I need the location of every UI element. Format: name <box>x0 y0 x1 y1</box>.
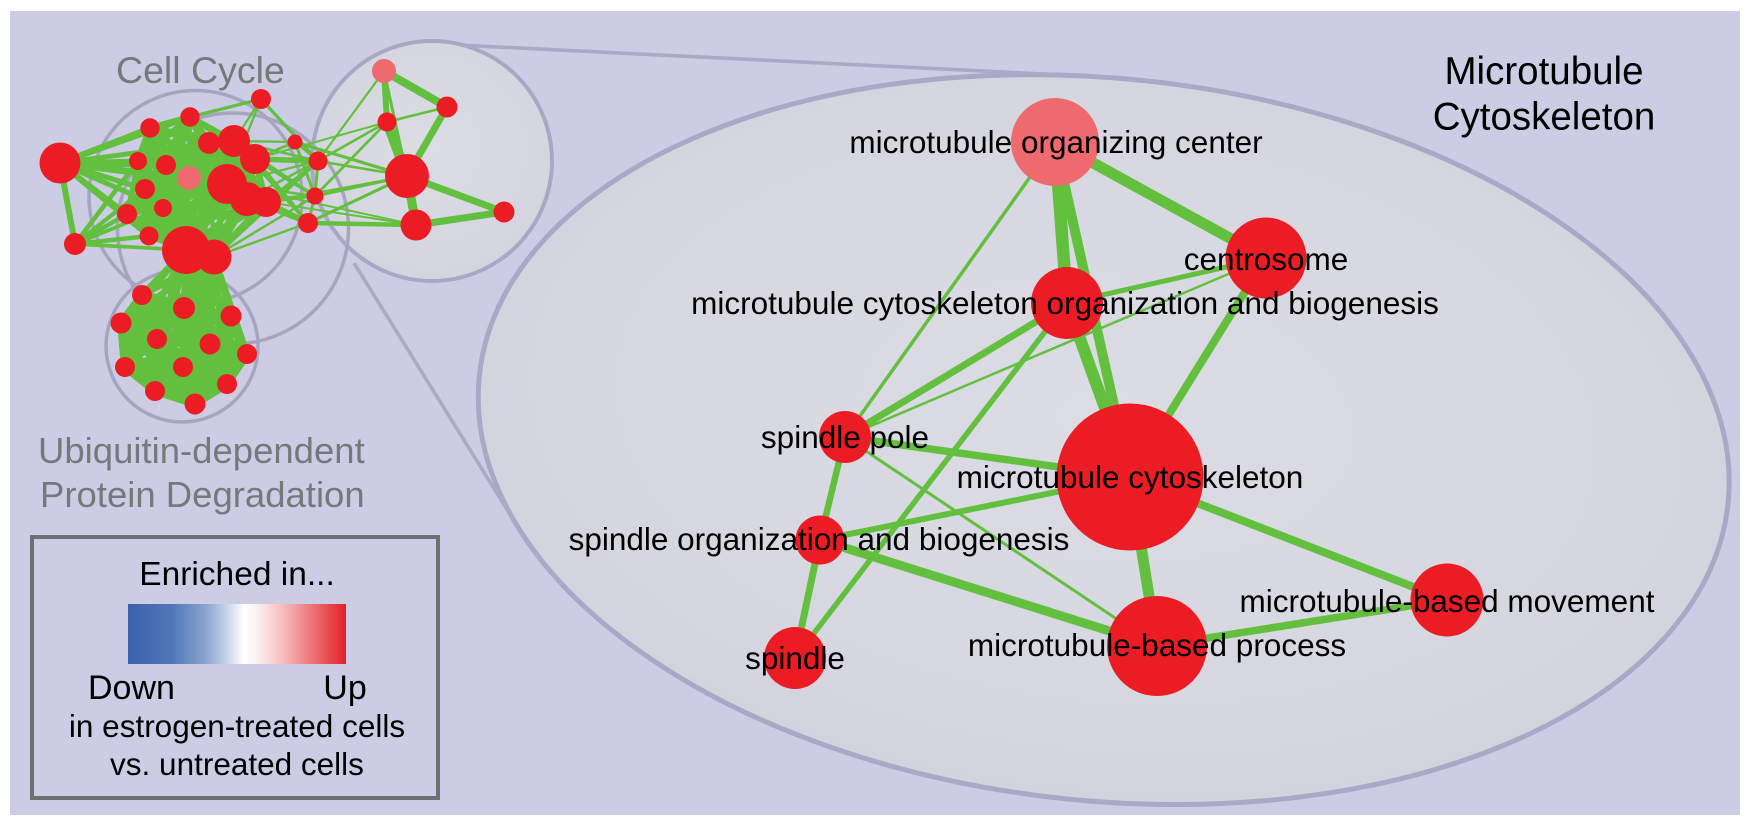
svg-text:Enriched in...: Enriched in... <box>139 556 335 593</box>
svg-text:Protein Degradation: Protein Degradation <box>40 474 365 515</box>
svg-text:Down: Down <box>88 669 175 707</box>
svg-text:microtubule cytoskeleton organ: microtubule cytoskeleton organization an… <box>691 285 1439 321</box>
svg-text:vs. untreated cells: vs. untreated cells <box>110 746 364 782</box>
svg-text:microtubule cytoskeleton: microtubule cytoskeleton <box>957 459 1304 495</box>
svg-text:Up: Up <box>323 669 366 707</box>
svg-text:microtubule-based process: microtubule-based process <box>968 627 1346 663</box>
svg-text:Cell Cycle: Cell Cycle <box>116 49 285 91</box>
svg-text:Cytoskeleton: Cytoskeleton <box>1433 96 1656 139</box>
svg-text:microtubule-based movement: microtubule-based movement <box>1240 583 1655 619</box>
svg-text:microtubule organizing center: microtubule organizing center <box>849 124 1262 160</box>
svg-text:Microtubule: Microtubule <box>1444 50 1643 93</box>
svg-text:Ubiquitin-dependent: Ubiquitin-dependent <box>38 430 365 471</box>
svg-text:in estrogen-treated cells: in estrogen-treated cells <box>69 708 405 744</box>
svg-text:centrosome: centrosome <box>1184 241 1349 277</box>
svg-text:spindle pole: spindle pole <box>761 419 929 455</box>
svg-text:spindle organization and bioge: spindle organization and biogenesis <box>569 521 1070 557</box>
svg-text:spindle: spindle <box>745 640 845 676</box>
